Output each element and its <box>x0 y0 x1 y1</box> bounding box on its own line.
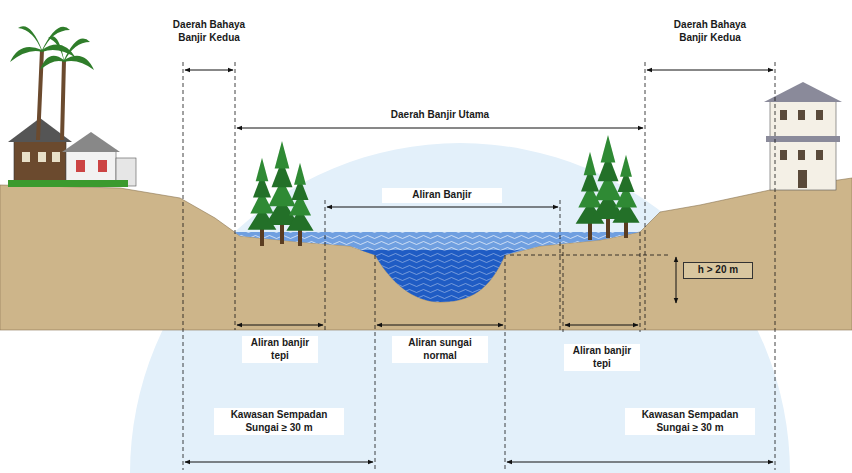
palm-trees <box>10 26 94 70</box>
building-right <box>798 150 805 160</box>
pine-tree <box>286 163 313 246</box>
dashed-guides <box>510 255 668 256</box>
house-left <box>8 118 136 187</box>
palm-trees <box>10 47 42 62</box>
dimension-arrows <box>565 325 638 326</box>
house-left <box>98 160 107 172</box>
pine-tree <box>620 155 632 177</box>
dashed-guides <box>775 62 776 470</box>
flow-label: Aliran sungai normal <box>392 336 488 363</box>
building-right <box>780 110 787 120</box>
pine-tree <box>256 158 269 181</box>
palm-trees <box>10 26 94 140</box>
building-right <box>780 110 823 188</box>
dashed-guides <box>183 62 775 470</box>
pine-tree <box>606 217 610 238</box>
dimension-arrows <box>647 70 773 71</box>
dimension-arrows <box>185 462 373 463</box>
pine-tree <box>588 222 592 240</box>
palm-trees <box>40 56 64 70</box>
dimension-arrows <box>377 325 503 326</box>
house-left <box>8 180 128 187</box>
dashed-guides <box>560 200 561 332</box>
building-right <box>798 170 807 188</box>
dimension-label: h > 20 m <box>683 262 753 279</box>
house-left <box>14 140 66 185</box>
dimension-arrows <box>327 207 558 208</box>
palm-trees <box>18 26 42 52</box>
house-left <box>22 152 30 162</box>
building-right <box>764 82 842 190</box>
zone-label: Kawasan Sempadan Sungai ≥ 30 m <box>625 408 755 435</box>
palm-trees <box>64 39 90 62</box>
flow-label: Aliran banjir tepi <box>242 336 318 363</box>
building-right <box>798 110 805 120</box>
house-left <box>62 132 120 152</box>
ground <box>0 178 852 330</box>
pine-tree <box>260 228 264 246</box>
dashed-guides <box>640 232 641 332</box>
zone-label: Daerah Bahaya Banjir Kedua <box>668 18 752 45</box>
dashed-guides <box>505 255 506 470</box>
pine-tree <box>280 223 284 244</box>
building-right <box>770 100 836 190</box>
building-right <box>766 136 840 142</box>
building-right <box>764 82 842 102</box>
pine-tree <box>294 163 306 185</box>
dimension-arrows <box>237 128 643 129</box>
house-left <box>38 152 46 162</box>
pine-tree <box>612 155 639 238</box>
palm-trees <box>48 36 64 62</box>
pine-tree <box>298 229 302 246</box>
dashed-guides <box>235 62 236 330</box>
pine-tree <box>275 141 290 168</box>
dimension-arrows <box>676 257 677 303</box>
dimension-arrows <box>185 70 233 71</box>
palm-trees <box>64 56 94 70</box>
dimension-arrows <box>185 70 773 462</box>
pine-trees <box>248 135 640 246</box>
building-right <box>816 150 823 160</box>
zone-label: Daerah Banjir Utama <box>350 108 530 123</box>
zone-label: Kawasan Sempadan Sungai ≥ 30 m <box>214 408 344 435</box>
flow-label: Aliran banjir tepi <box>564 344 640 371</box>
zone-label: Daerah Bahaya Banjir Kedua <box>170 18 248 45</box>
dimension-arrows <box>507 462 773 463</box>
building-right <box>816 110 823 120</box>
pine-tree <box>624 221 628 238</box>
house-left <box>76 160 85 172</box>
dimension-arrows <box>237 325 323 326</box>
building-right <box>780 150 787 160</box>
river-channel <box>360 250 520 302</box>
river-channel <box>360 250 520 302</box>
dashed-guides <box>645 62 646 330</box>
ground <box>0 178 852 330</box>
palm-trees <box>38 50 64 140</box>
dashed-guides <box>563 245 564 332</box>
pine-tree <box>584 152 597 175</box>
house-left <box>52 152 60 162</box>
river-channel <box>360 250 520 302</box>
dashed-guides <box>325 200 326 332</box>
dashed-guides <box>183 62 184 470</box>
dashed-guides <box>375 255 376 470</box>
flow-label: Aliran Banjir <box>382 188 502 203</box>
pine-tree <box>601 135 616 162</box>
